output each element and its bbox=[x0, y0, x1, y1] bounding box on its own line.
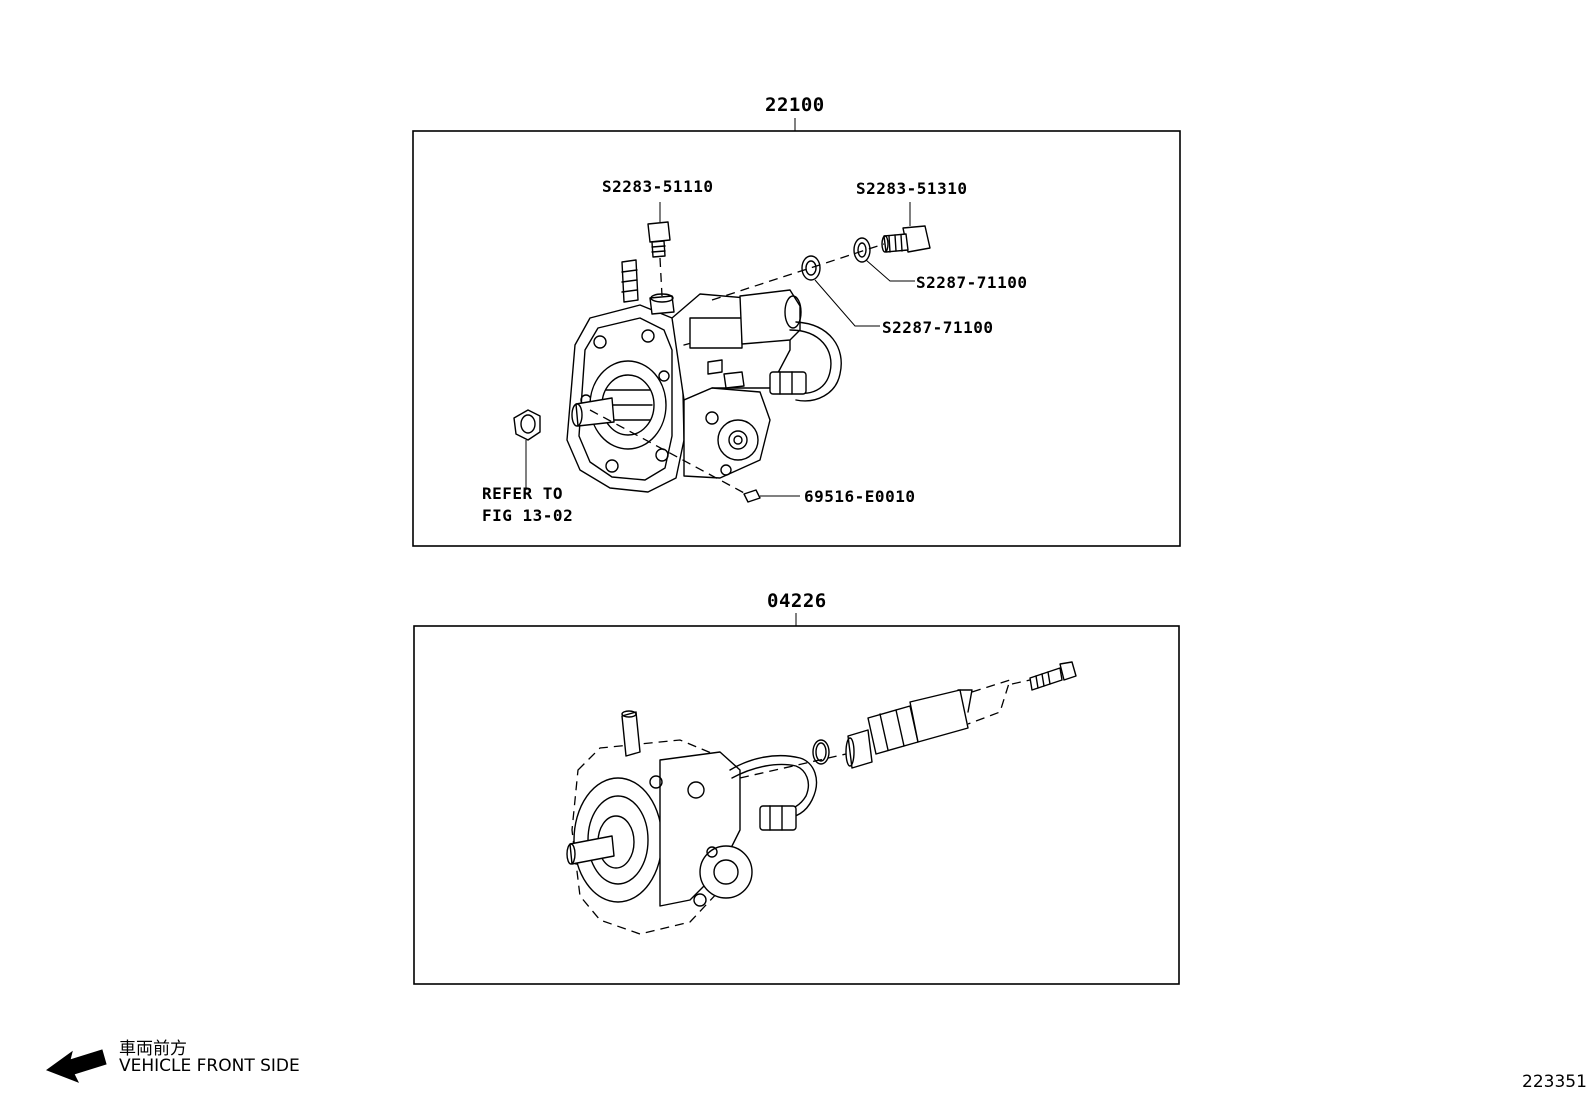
group-label-04226: 04226 bbox=[767, 590, 827, 612]
bolt-right-part bbox=[881, 225, 931, 253]
assembly-line-right bbox=[711, 243, 885, 301]
gasket-inner-part bbox=[801, 255, 821, 281]
callout-bolt-top[interactable]: S2283-51110 bbox=[602, 177, 714, 196]
bolt-top-part bbox=[647, 221, 671, 258]
illustration-id: 223351 bbox=[1522, 1072, 1587, 1092]
group-frame-22100 bbox=[412, 118, 1181, 547]
callout-key[interactable]: 69516-E0010 bbox=[804, 487, 916, 506]
refer-to-line2[interactable]: FIG 13-02 bbox=[482, 506, 574, 525]
refer-to-line1: REFER TO bbox=[482, 484, 564, 503]
leader-gasket-inner bbox=[814, 279, 880, 327]
assembly-line-valve-bolt bbox=[1011, 679, 1031, 685]
vehicle-front-english: VEHICLE FRONT SIDE bbox=[119, 1056, 300, 1076]
coupling-nut-part bbox=[513, 409, 541, 441]
woodruff-key-part bbox=[743, 489, 761, 503]
group-frame-04226 bbox=[413, 613, 1180, 985]
o-ring-part bbox=[812, 739, 830, 765]
fuel-pump-assembly-lower bbox=[566, 710, 847, 935]
fuel-pump-assembly-upper bbox=[566, 259, 842, 493]
gasket-outer-part bbox=[853, 237, 871, 263]
callout-bolt-right[interactable]: S2283-51310 bbox=[856, 179, 968, 198]
vehicle-front-arrow bbox=[45, 1049, 107, 1083]
callout-gasket-outer[interactable]: S2287-71100 bbox=[916, 273, 1028, 292]
leader-bolt-top bbox=[659, 257, 663, 297]
callout-gasket-inner[interactable]: S2287-71100 bbox=[882, 318, 994, 337]
suction-control-valve-part bbox=[845, 679, 1011, 769]
vehicle-front-japanese: 車両前方 bbox=[119, 1039, 187, 1059]
valve-bolt-part bbox=[1029, 661, 1077, 691]
leader-gasket-outer bbox=[865, 259, 915, 282]
group-label-22100: 22100 bbox=[765, 94, 825, 116]
